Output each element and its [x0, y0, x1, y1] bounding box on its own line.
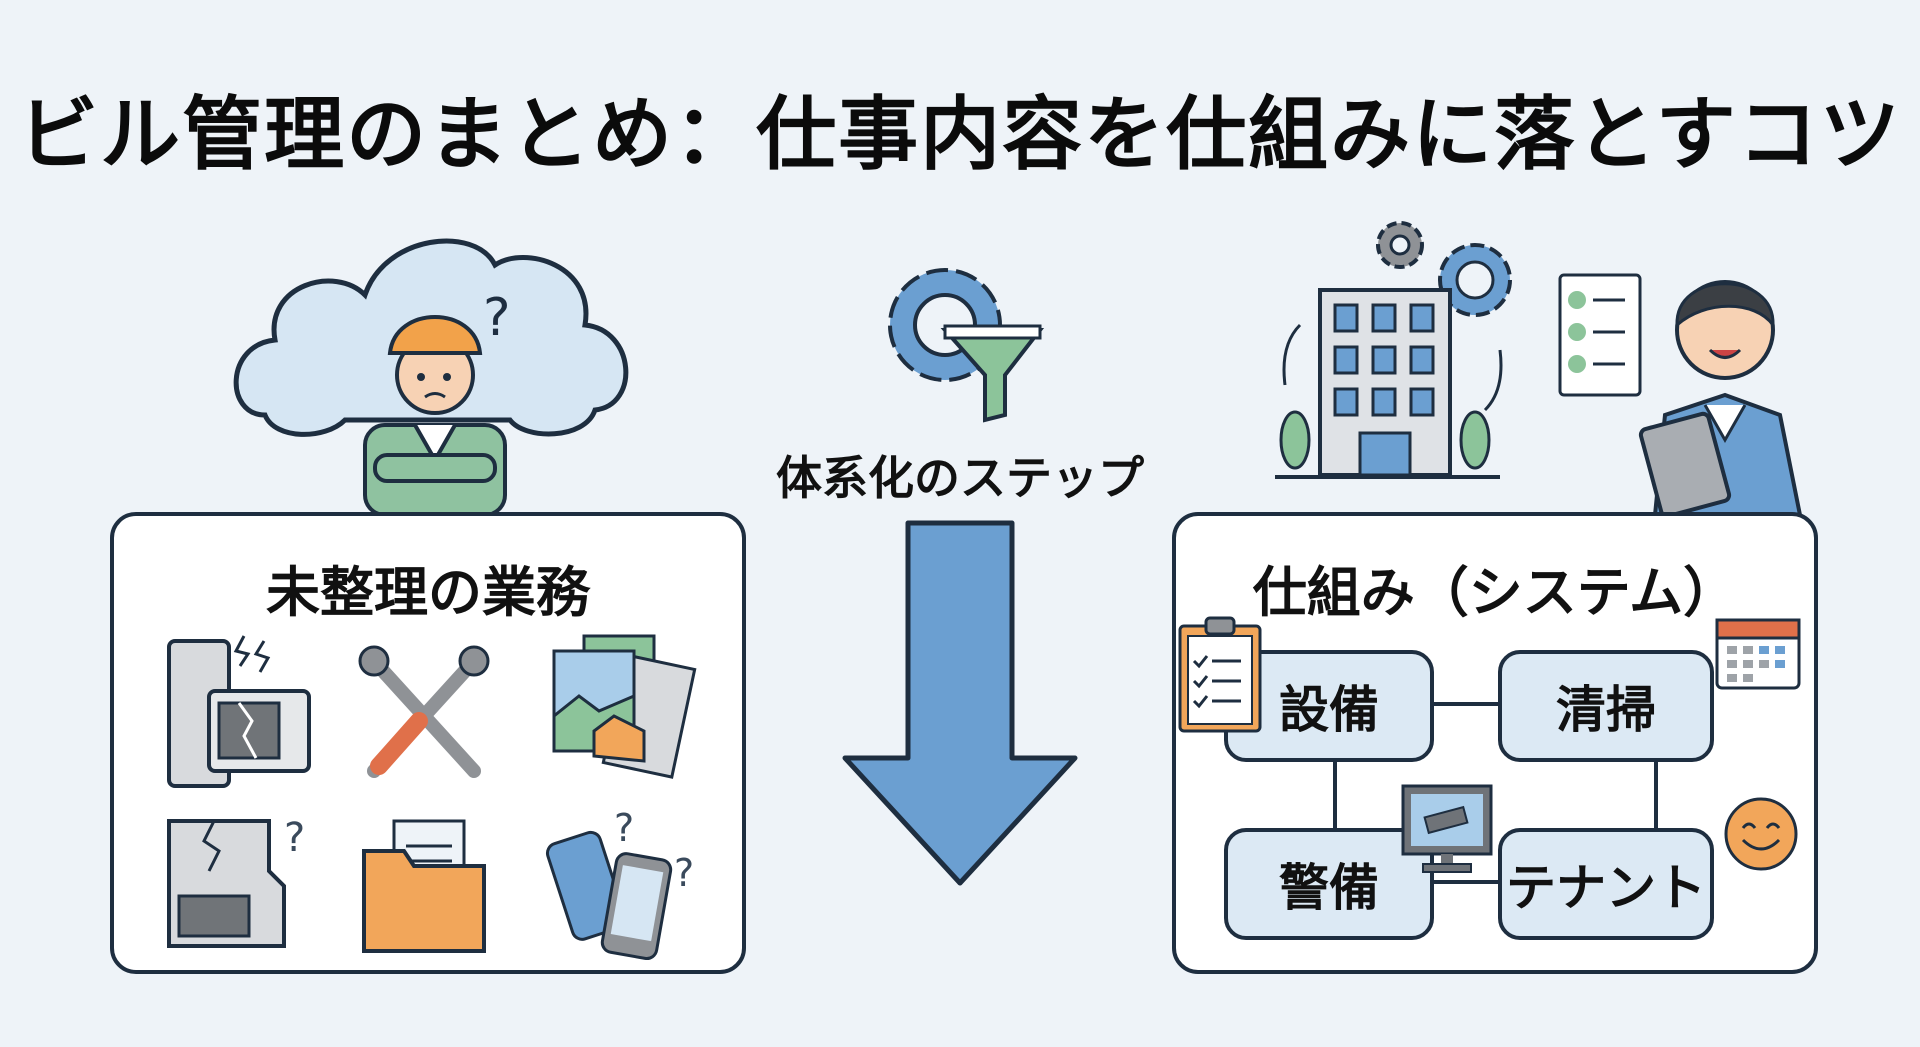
calendar-icon	[1715, 618, 1801, 690]
systematization-step-label: 体系化のステップ	[776, 451, 1144, 505]
building-illustration	[1275, 221, 1512, 479]
svg-text:?: ?	[284, 815, 305, 861]
system-panel: 仕組み（システム） 設備 清掃 警備 テナント	[1172, 512, 1818, 974]
task-icons-grid: ? ? ?	[167, 634, 697, 961]
node-label: テナント	[1506, 859, 1706, 917]
document-folder-icon	[362, 819, 486, 953]
smartphones-question-icon: ? ?	[545, 806, 694, 961]
confused-worker-illustration: ?	[233, 238, 629, 517]
node-cleaning: 清掃	[1498, 650, 1714, 762]
worker-icon	[363, 315, 507, 517]
funnel-icon	[940, 324, 1045, 423]
unorganized-tasks-panel: 未整理の業務 ?	[110, 512, 746, 974]
smiley-face-icon	[1724, 797, 1798, 871]
svg-text:?: ?	[483, 288, 511, 348]
node-label: 清掃	[1556, 681, 1656, 739]
checklist-icon	[1558, 273, 1642, 397]
question-mark-icon: ?	[483, 288, 511, 348]
crossed-wrenches-icon	[358, 645, 490, 778]
node-tenant: テナント	[1498, 828, 1714, 940]
clipboard-checklist-icon	[1178, 616, 1262, 733]
gear-funnel-icon	[888, 268, 1045, 423]
node-security: 警備	[1224, 828, 1434, 940]
broken-appliances-icon	[167, 635, 311, 788]
person-icon	[1638, 280, 1803, 519]
tree-icon	[1279, 410, 1491, 470]
connector-line	[1333, 756, 1337, 840]
svg-text:?: ?	[674, 851, 694, 895]
tablet-icon	[1638, 411, 1732, 519]
security-camera-monitor-icon	[1401, 784, 1493, 873]
gear-icon	[1376, 221, 1512, 317]
scattered-photos-icon	[552, 634, 697, 779]
panel-title: 未整理の業務	[266, 561, 590, 624]
cycle-arrows-icon	[1282, 323, 1503, 412]
svg-text:?: ?	[614, 806, 634, 850]
office-building-icon	[1275, 288, 1500, 479]
business-person-illustration	[1558, 273, 1803, 519]
connector-line	[1430, 702, 1502, 706]
connector-line	[1654, 756, 1658, 840]
node-label: 警備	[1279, 859, 1379, 917]
page-title: ビル管理のまとめ：仕事内容を仕組みに落とすコツ	[18, 88, 1902, 181]
connector-line	[1430, 880, 1502, 884]
broken-microwave-question-icon: ?	[167, 815, 305, 948]
panel-title: 仕組み（システム）	[1252, 561, 1738, 624]
down-arrow-icon	[842, 520, 1078, 886]
node-label: 設備	[1279, 681, 1379, 739]
